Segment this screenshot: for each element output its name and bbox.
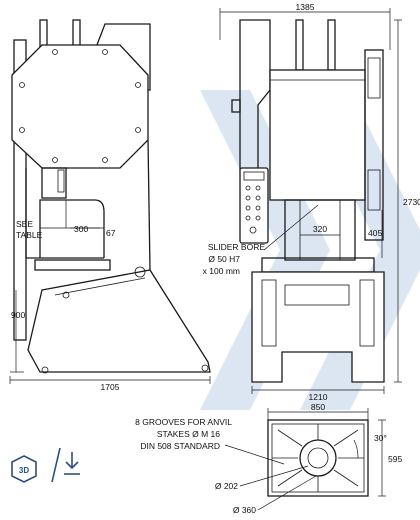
dim-1210: 1210 <box>309 392 328 402</box>
see-table-label-1: SEE <box>16 219 33 229</box>
dim-1705: 1705 <box>101 382 120 392</box>
download-icon <box>64 452 80 475</box>
dim-1385: 1385 <box>296 2 315 12</box>
groove-note-2: STAKES Ø M 16 <box>157 429 220 439</box>
see-table-label-2: TABLE <box>16 230 43 240</box>
dim-2730: 2730 <box>403 197 420 207</box>
front-view <box>219 8 402 394</box>
dim-900: 900 <box>11 310 25 320</box>
dim-850: 850 <box>311 402 325 412</box>
view-3d-button[interactable]: 3D <box>11 455 37 483</box>
dim-67: 67 <box>106 228 116 238</box>
download-button[interactable] <box>64 452 80 475</box>
view-3d-label: 3D <box>19 466 29 475</box>
angle-30: 30° <box>374 433 387 443</box>
table-top-view <box>224 408 386 511</box>
dim-320: 320 <box>313 224 327 234</box>
slider-bore-label-3: x 100 mm <box>203 266 240 276</box>
dim-405: 405 <box>368 228 382 238</box>
groove-note-3: DIN 508 STANDARD <box>140 441 220 451</box>
slider-bore-label-1: SLIDER BORE <box>208 242 265 252</box>
divider-slash <box>51 447 61 483</box>
groove-note-1: 8 GROOVES FOR ANVIL <box>135 417 232 427</box>
dia-202: Ø 202 <box>215 481 238 491</box>
dia-360: Ø 360 <box>233 505 256 515</box>
side-view <box>9 19 211 384</box>
slider-bore-label-2: Ø 50 H7 <box>208 254 240 264</box>
dim-595: 595 <box>388 454 402 464</box>
dim-300: 300 <box>74 224 88 234</box>
